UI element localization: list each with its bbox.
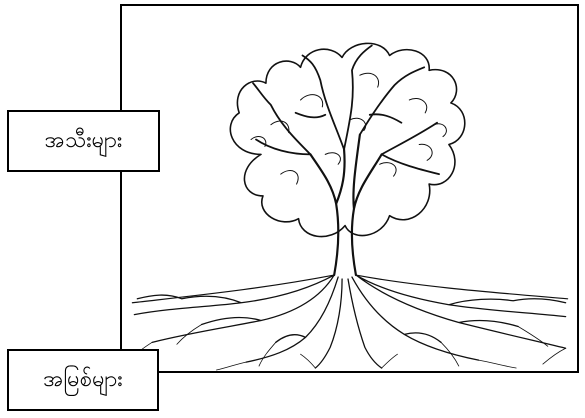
tree-illustration (131, 42, 569, 371)
ground-line (131, 274, 569, 304)
fine-roots (131, 324, 567, 371)
canopy-inner-foliage (250, 72, 447, 185)
tree-illustration-frame (120, 4, 579, 373)
trunk (309, 133, 383, 277)
roots (133, 274, 567, 369)
roots-label: အမြစ်များ (7, 349, 159, 411)
branches (252, 44, 440, 176)
fruits-label: အသီးများ (7, 110, 160, 172)
canopy-outline (229, 42, 466, 238)
